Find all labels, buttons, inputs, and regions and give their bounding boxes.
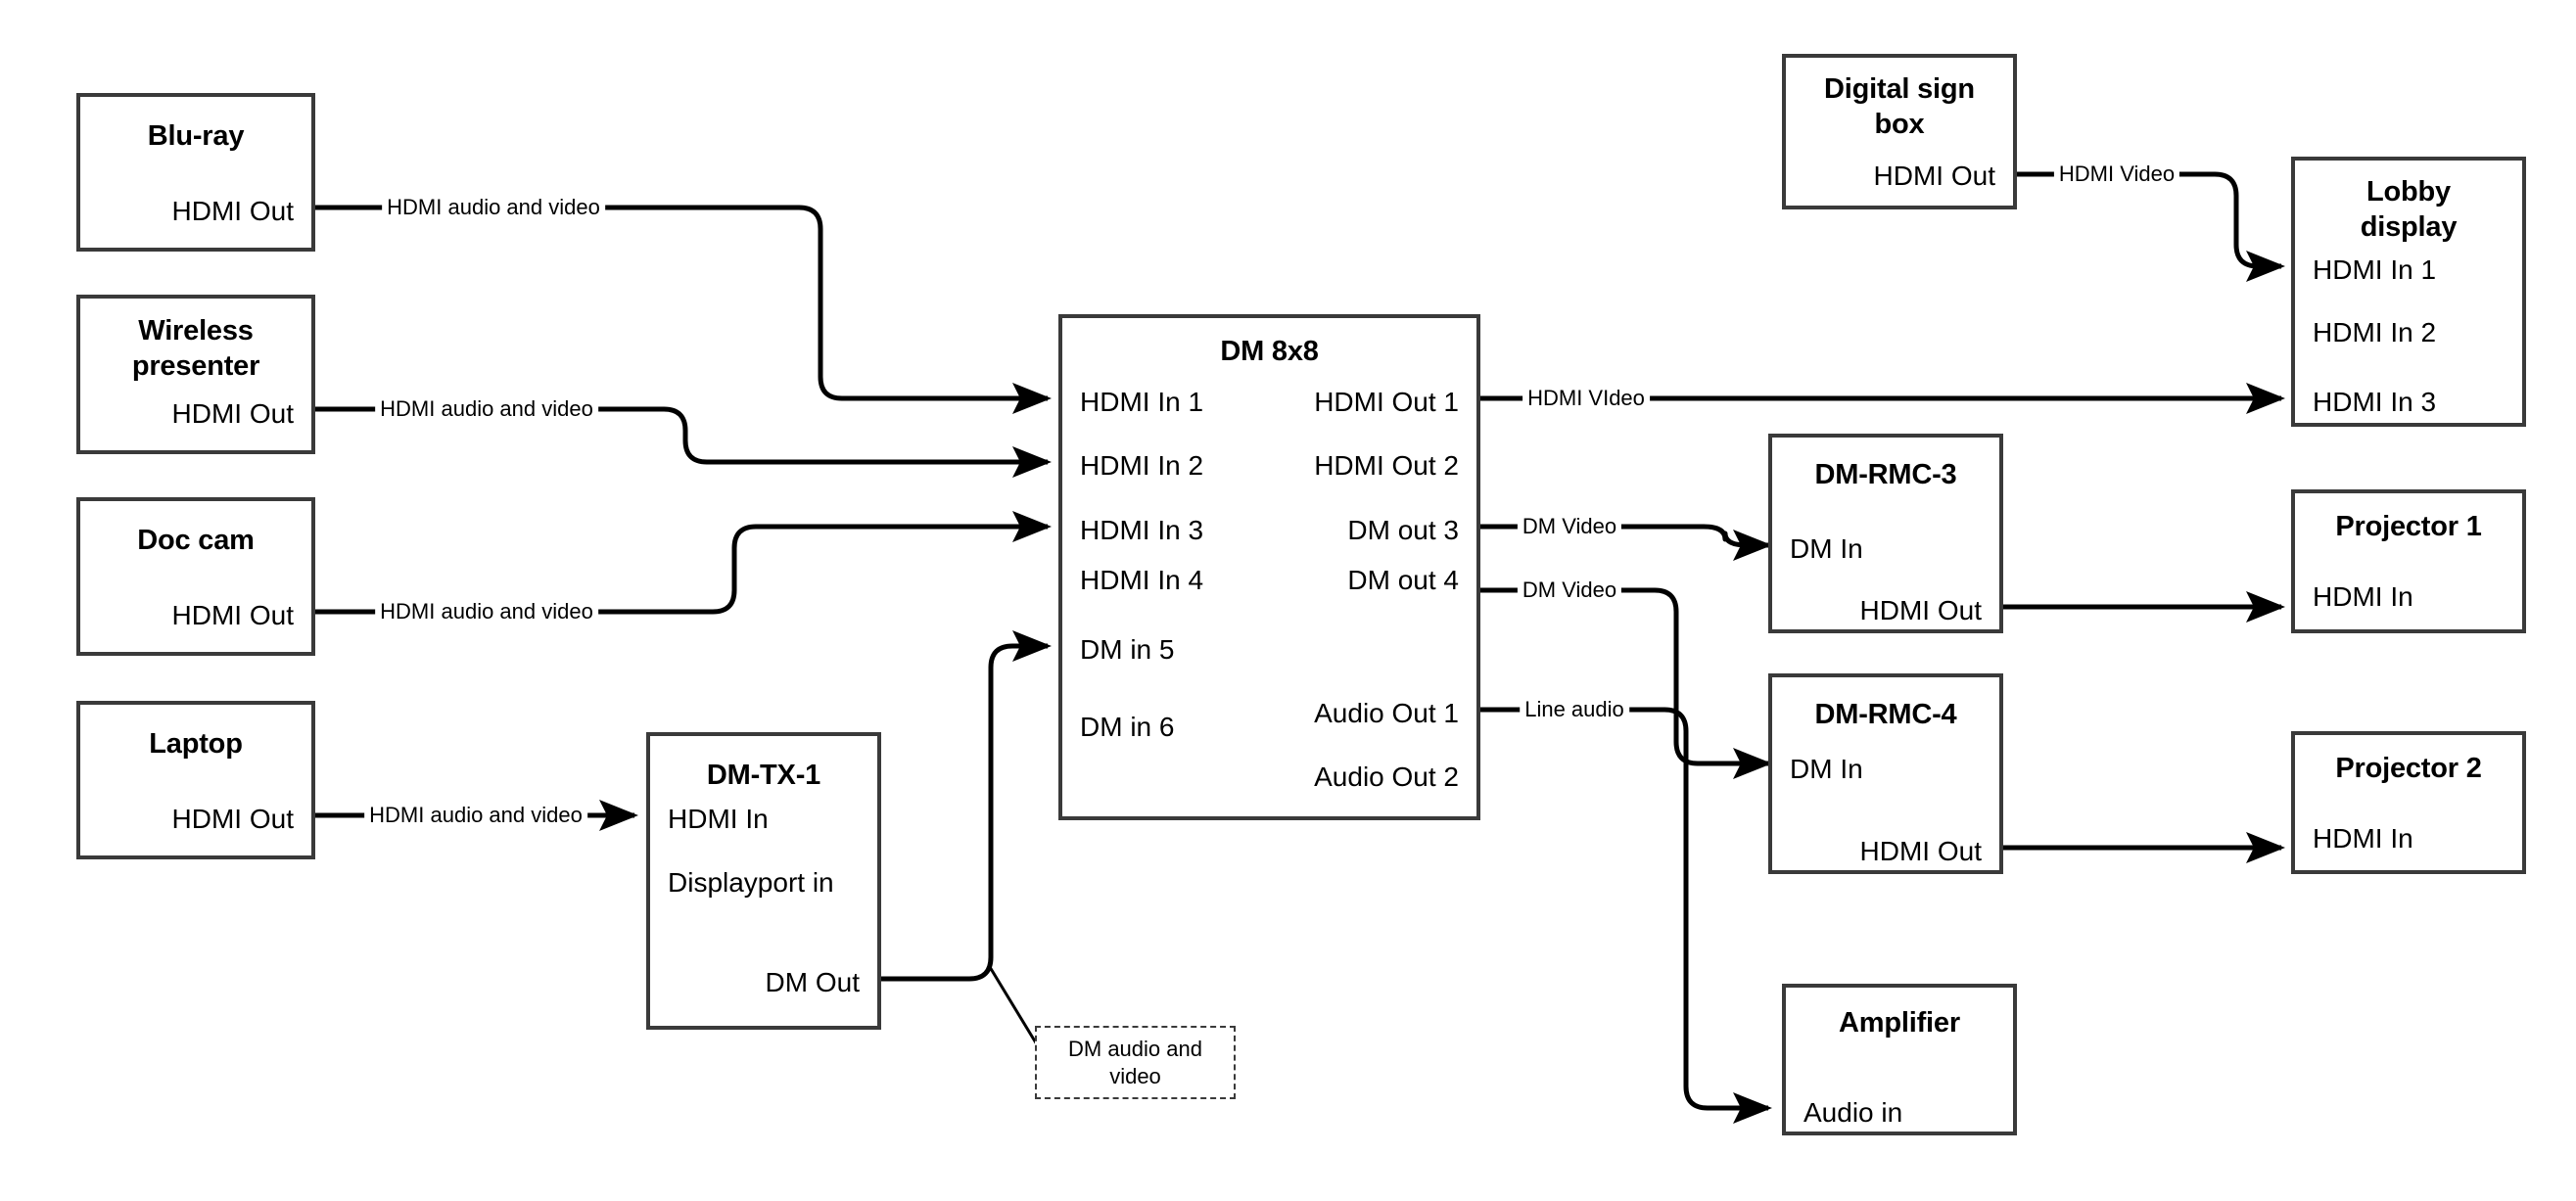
- node-dm-8x8-title: DM 8x8: [1220, 336, 1319, 367]
- node-dm-8x8-output-5: Audio Out 1: [1314, 698, 1459, 728]
- node-amplifier-title: Amplifier: [1839, 1007, 1960, 1039]
- note-dm-audio-and-video: DM audio and video: [1035, 1026, 1236, 1099]
- node-dm-tx-1-port-dm-out: DM Out: [765, 967, 860, 997]
- node-dm-8x8-input-6: DM in 6: [1080, 712, 1175, 742]
- node-dm-tx-1[interactable]: DM-TX-1 HDMI In Displayport in DM Out: [646, 732, 881, 1030]
- node-dm-8x8-output-1: HDMI Out 1: [1314, 387, 1459, 417]
- node-dm-tx-1-title: DM-TX-1: [706, 760, 821, 791]
- node-dm-rmc-3-title: DM-RMC-3: [1814, 459, 1957, 490]
- node-dm-rmc-3[interactable]: DM-RMC-3 DM In HDMI Out: [1768, 434, 2003, 633]
- node-dm-8x8-output-4: DM out 4: [1347, 565, 1459, 595]
- node-projector-2-port-hdmi-in: HDMI In: [2313, 823, 2413, 854]
- node-dm-rmc-3-port-dm-in: DM In: [1790, 533, 1863, 564]
- wire-label-wireless-to-dm: HDMI audio and video: [375, 397, 598, 421]
- node-lobby-display-input-3: HDMI In 3: [2313, 387, 2437, 417]
- wire-label-sign-to-lobby: HDMI Video: [2053, 162, 2180, 186]
- wire-dm-audioout1-to-amp: [1480, 707, 1773, 1124]
- node-lobby-display-title-line1: Lobby: [2366, 176, 2451, 208]
- node-dm-8x8-output-6: Audio Out 2: [1314, 762, 1459, 792]
- wire-label-dm-dmout4: DM Video: [1517, 578, 1622, 602]
- wire-dm-dmout4-to-rmc4: [1480, 587, 1773, 779]
- node-dm-8x8-input-2: HDMI In 2: [1080, 450, 1204, 481]
- wire-label-doccam-to-dm: HDMI audio and video: [375, 600, 598, 624]
- node-digital-sign-box-port-hdmi-out: HDMI Out: [1873, 161, 1995, 191]
- node-dm-8x8-input-5: DM in 5: [1080, 634, 1175, 665]
- node-bluray[interactable]: Blu-ray HDMI Out: [76, 93, 315, 252]
- node-wireless-presenter-title-line2: presenter: [131, 350, 260, 382]
- wire-sign-to-lobby-in1: [2017, 171, 2286, 282]
- node-dm-rmc-4-port-hdmi-out: HDMI Out: [1859, 836, 1982, 866]
- node-dm-tx-1-port-displayport-in: Displayport in: [668, 867, 834, 898]
- node-laptop[interactable]: Laptop HDMI Out: [76, 701, 315, 859]
- node-digital-sign-box-title-line1: Digital sign: [1824, 73, 1975, 105]
- node-dm-rmc-4[interactable]: DM-RMC-4 DM In HDMI Out: [1768, 673, 2003, 874]
- node-doc-cam-title: Doc cam: [137, 525, 255, 556]
- node-projector-2[interactable]: Projector 2 HDMI In: [2291, 731, 2526, 874]
- node-digital-sign-box[interactable]: Digital sign box HDMI Out: [1782, 54, 2017, 209]
- wire-tx-dmout-to-dm-in5: [881, 629, 1053, 982]
- wire-label-dm-audioout1: Line audio: [1520, 698, 1629, 721]
- node-lobby-display-input-1: HDMI In 1: [2313, 254, 2437, 285]
- node-dm-8x8-input-4: HDMI In 4: [1080, 565, 1204, 595]
- node-amplifier[interactable]: Amplifier Audio in: [1782, 984, 2017, 1135]
- node-wireless-presenter[interactable]: Wireless presenter HDMI Out: [76, 295, 315, 454]
- node-digital-sign-box-title-line2: box: [1874, 109, 1925, 140]
- node-wireless-presenter-port-hdmi-out: HDMI Out: [171, 398, 294, 429]
- node-dm-8x8[interactable]: DM 8x8 HDMI In 1 HDMI In 2 HDMI In 3 HDM…: [1058, 314, 1480, 820]
- node-lobby-display-title-line2: display: [2360, 211, 2458, 243]
- node-projector-1[interactable]: Projector 1 HDMI In: [2291, 489, 2526, 633]
- node-lobby-display[interactable]: Lobby display HDMI In 1 HDMI In 2 HDMI I…: [2291, 157, 2526, 427]
- node-bluray-port-hdmi-out: HDMI Out: [171, 196, 294, 226]
- node-laptop-title: Laptop: [149, 728, 243, 760]
- node-dm-8x8-output-3: DM out 3: [1347, 515, 1459, 545]
- node-projector-1-title: Projector 1: [2335, 511, 2482, 542]
- node-dm-rmc-3-port-hdmi-out: HDMI Out: [1859, 595, 1982, 625]
- node-dm-8x8-input-3: HDMI In 3: [1080, 515, 1204, 545]
- node-doc-cam-port-hdmi-out: HDMI Out: [171, 600, 294, 630]
- node-projector-1-port-hdmi-in: HDMI In: [2313, 581, 2413, 612]
- wire-bluray-to-dm-in1: [315, 205, 1053, 414]
- wire-label-dm-hdmiout1: HDMI VIdeo: [1522, 387, 1650, 410]
- node-wireless-presenter-title-line1: Wireless: [138, 315, 254, 346]
- wire-label-dm-dmout3: DM Video: [1517, 515, 1622, 538]
- wire-label-bluray-to-dm: HDMI audio and video: [382, 196, 605, 219]
- node-amplifier-port-audio-in: Audio in: [1803, 1097, 1903, 1128]
- node-dm-rmc-4-title: DM-RMC-4: [1814, 699, 1957, 730]
- node-bluray-title: Blu-ray: [147, 120, 245, 152]
- node-dm-rmc-4-port-dm-in: DM In: [1790, 754, 1863, 784]
- node-laptop-port-hdmi-out: HDMI Out: [171, 804, 294, 834]
- node-lobby-display-input-2: HDMI In 2: [2313, 317, 2437, 347]
- node-projector-2-title: Projector 2: [2335, 753, 2482, 784]
- wire-label-laptop-to-tx: HDMI audio and video: [364, 804, 587, 827]
- node-dm-8x8-input-1: HDMI In 1: [1080, 387, 1204, 417]
- node-doc-cam[interactable]: Doc cam HDMI Out: [76, 497, 315, 656]
- node-dm-tx-1-port-hdmi-in: HDMI In: [668, 804, 769, 834]
- node-dm-8x8-output-2: HDMI Out 2: [1314, 450, 1459, 481]
